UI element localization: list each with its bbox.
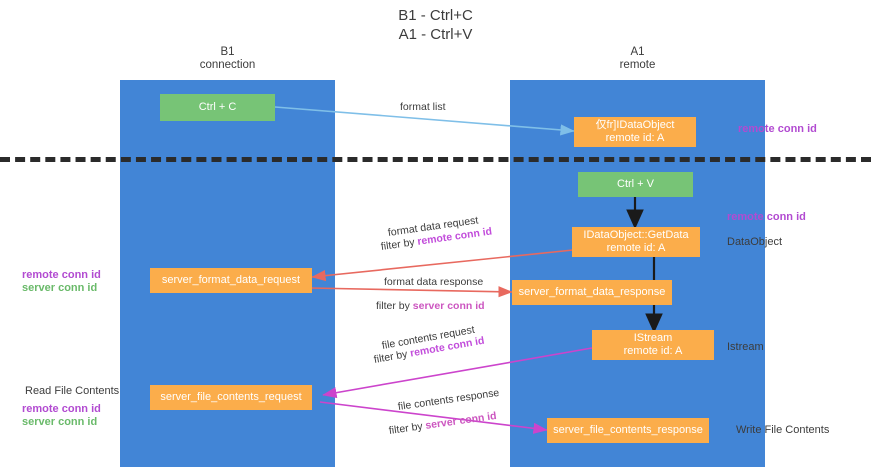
node-server-format-data-response[interactable]: server_format_data_response (512, 280, 672, 305)
filter-prefix: filter by (376, 300, 413, 312)
node-server-format-data-response-label: server_format_data_response (518, 285, 666, 298)
edge-label-format-list: format list (400, 101, 446, 113)
node-idataobject-remote-line2: remote id: A (605, 132, 665, 144)
filter-prefix: filter by (380, 235, 419, 253)
annotation-left-server-conn-id: server conn id (22, 282, 98, 294)
section-divider (0, 157, 871, 162)
node-istream-line1: IStream (633, 331, 673, 344)
node-ctrl-v-line1: Ctrl + V (617, 177, 654, 190)
node-server-file-contents-response[interactable]: server_file_contents_response (547, 418, 709, 443)
filter-key-server-conn-id: server conn id (424, 409, 498, 432)
node-istream[interactable]: IStream remote id: A (592, 330, 714, 360)
annotation-dataobject: DataObject (727, 236, 783, 248)
node-istream-line2: remote id: A (623, 345, 683, 357)
node-getdata-line2: remote id: A (606, 242, 666, 254)
filter-key-server-conn-id: server conn id (412, 300, 485, 312)
filter-prefix: filter by (388, 419, 427, 437)
annotation-right-top-remote-conn-id: remote conn id (738, 123, 817, 135)
page-title: B1 - Ctrl+C A1 - Ctrl+V (398, 7, 473, 43)
annotation-write-file-contents: Write File Contents (736, 424, 830, 436)
edge-label-format-data-response: format data response (384, 276, 484, 288)
node-getdata-line1: IDataObject::GetData (583, 228, 689, 241)
node-server-file-contents-request-label: server_file_contents_request (160, 390, 302, 403)
annotation-left-bottom-remote-conn-id: remote conn id (22, 403, 101, 415)
node-server-file-contents-response-label: server_file_contents_response (553, 423, 703, 436)
node-idataobject-getdata[interactable]: IDataObject::GetData remote id: A (572, 227, 700, 257)
annotation-left-remote-conn-id: remote conn id (22, 269, 101, 281)
column-header-b1: B1 connection (199, 46, 256, 71)
node-server-format-data-request[interactable]: server_format_data_request (150, 268, 312, 293)
node-idataobject-remote[interactable]: 仅fr]IDataObject remote id: A (574, 117, 696, 147)
node-ctrl-v[interactable]: Ctrl + V (578, 172, 693, 197)
node-server-file-contents-request[interactable]: server_file_contents_request (150, 385, 312, 410)
node-server-format-data-request-label: server_format_data_request (161, 273, 301, 286)
node-ctrl-c-line1: Ctrl + C (198, 100, 237, 113)
annotation-left-bottom-server-conn-id: server conn id (22, 416, 98, 428)
edge-label-format-data-response-filter: filter by server conn id (376, 299, 485, 313)
node-idataobject-remote-line1: 仅fr]IDataObject (595, 118, 675, 131)
annotation-read-file-contents: Read File Contents (25, 385, 120, 397)
annotation-istream: Istream (727, 341, 764, 353)
column-header-a1: A1 remote (619, 46, 656, 71)
edge-label-file-contents-response-filter: filter by server conn id (388, 409, 497, 438)
filter-prefix: filter by (372, 347, 412, 366)
node-ctrl-c[interactable]: Ctrl + C (160, 94, 275, 121)
annotation-right-mid-remote-conn-id: remote conn id (727, 211, 806, 223)
